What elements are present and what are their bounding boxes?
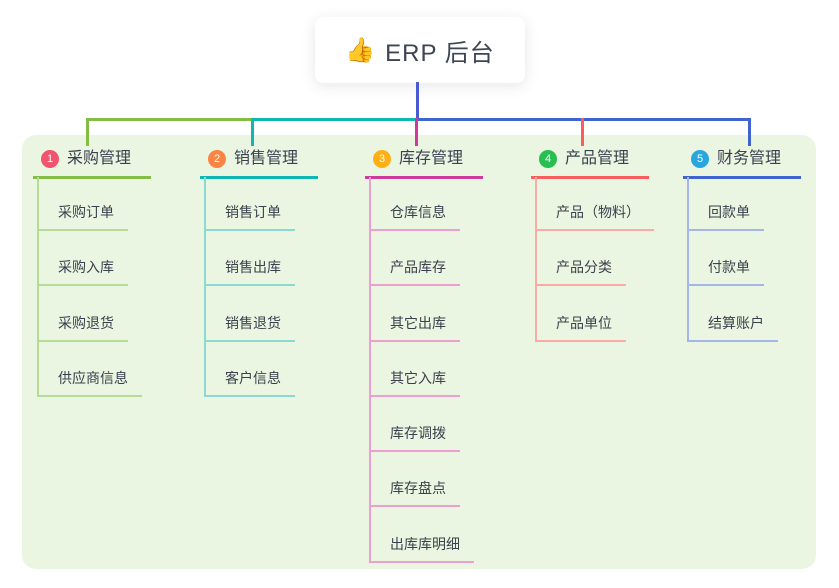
branch-child-line — [204, 177, 206, 395]
node-product-unit[interactable]: 产品单位 — [535, 316, 626, 342]
connector-segment-branch1 — [86, 118, 254, 121]
branch-number-badge: 5 — [691, 150, 709, 168]
node-purchase-order[interactable]: 采购订单 — [37, 205, 128, 231]
branch-topic-label: 财务管理 — [717, 150, 782, 167]
branch-child-line — [369, 177, 371, 561]
branch-number-badge: 1 — [41, 150, 59, 168]
branch-finance: 5 财务管理 回款单 付款单 结算账户 — [683, 146, 802, 342]
node-purchase-return[interactable]: 采购退货 — [37, 316, 128, 342]
branch-topic-label: 产品管理 — [565, 150, 630, 167]
thumbs-up-icon: 👍 — [345, 36, 376, 64]
node-product-material[interactable]: 产品（物料） — [535, 205, 654, 231]
branch-child-line — [687, 177, 689, 340]
branch-topic-purchase[interactable]: 1 采购管理 — [33, 146, 152, 179]
branch-topic-label: 库存管理 — [399, 150, 464, 167]
branches-background-panel — [22, 135, 816, 569]
node-sales-return[interactable]: 销售退货 — [204, 316, 295, 342]
node-receipt-bill[interactable]: 回款单 — [687, 205, 764, 231]
branch-purchase: 1 采购管理 采购订单 采购入库 采购退货 供应商信息 — [33, 146, 152, 397]
branch-child-line — [535, 177, 537, 340]
branch-number-badge: 3 — [373, 150, 391, 168]
node-other-outbound[interactable]: 其它出库 — [369, 316, 460, 342]
node-purchase-inbound[interactable]: 采购入库 — [37, 260, 128, 286]
branch-topic-label: 销售管理 — [234, 150, 299, 167]
connector-segment-branch2 — [251, 118, 418, 121]
node-settlement-account[interactable]: 结算账户 — [687, 316, 778, 342]
node-stock-transfer[interactable]: 库存调拨 — [369, 426, 460, 452]
root-connector-line — [416, 82, 419, 119]
branch-number-badge: 4 — [539, 150, 557, 168]
node-supplier-info[interactable]: 供应商信息 — [37, 371, 142, 397]
root-node-erp[interactable]: 👍 ERP 后台 — [315, 17, 525, 83]
connector-drop-branch1 — [86, 118, 89, 146]
node-other-inbound[interactable]: 其它入库 — [369, 371, 460, 397]
branch-topic-inventory[interactable]: 3 库存管理 — [365, 146, 484, 179]
node-customer-info[interactable]: 客户信息 — [204, 371, 295, 397]
node-product-stock[interactable]: 产品库存 — [369, 260, 460, 286]
node-outbound-detail[interactable]: 出库库明细 — [369, 537, 474, 563]
node-product-category[interactable]: 产品分类 — [535, 260, 626, 286]
node-payment-bill[interactable]: 付款单 — [687, 260, 764, 286]
root-node-label: ERP 后台 — [385, 39, 495, 67]
node-sales-order[interactable]: 销售订单 — [204, 205, 295, 231]
branch-topic-product[interactable]: 4 产品管理 — [531, 146, 650, 179]
branch-topic-sales[interactable]: 2 销售管理 — [200, 146, 319, 179]
branch-child-line — [37, 177, 39, 395]
connector-drop-branch4 — [581, 118, 584, 146]
branch-inventory: 3 库存管理 仓库信息 产品库存 其它出库 其它入库 库存调拨 库存盘点 出库库… — [365, 146, 484, 563]
node-warehouse-info[interactable]: 仓库信息 — [369, 205, 460, 231]
node-sales-outbound[interactable]: 销售出库 — [204, 260, 295, 286]
connector-drop-branch5 — [748, 118, 751, 146]
branch-number-badge: 2 — [208, 150, 226, 168]
connector-segment-branch5 — [417, 118, 751, 121]
connector-drop-branch2 — [251, 118, 254, 146]
branch-product: 4 产品管理 产品（物料） 产品分类 产品单位 — [531, 146, 654, 342]
branch-topic-label: 采购管理 — [67, 150, 132, 167]
connector-drop-branch3 — [415, 118, 418, 146]
branch-sales: 2 销售管理 销售订单 销售出库 销售退货 客户信息 — [200, 146, 319, 397]
branch-topic-finance[interactable]: 5 财务管理 — [683, 146, 802, 179]
node-stock-taking[interactable]: 库存盘点 — [369, 481, 460, 507]
